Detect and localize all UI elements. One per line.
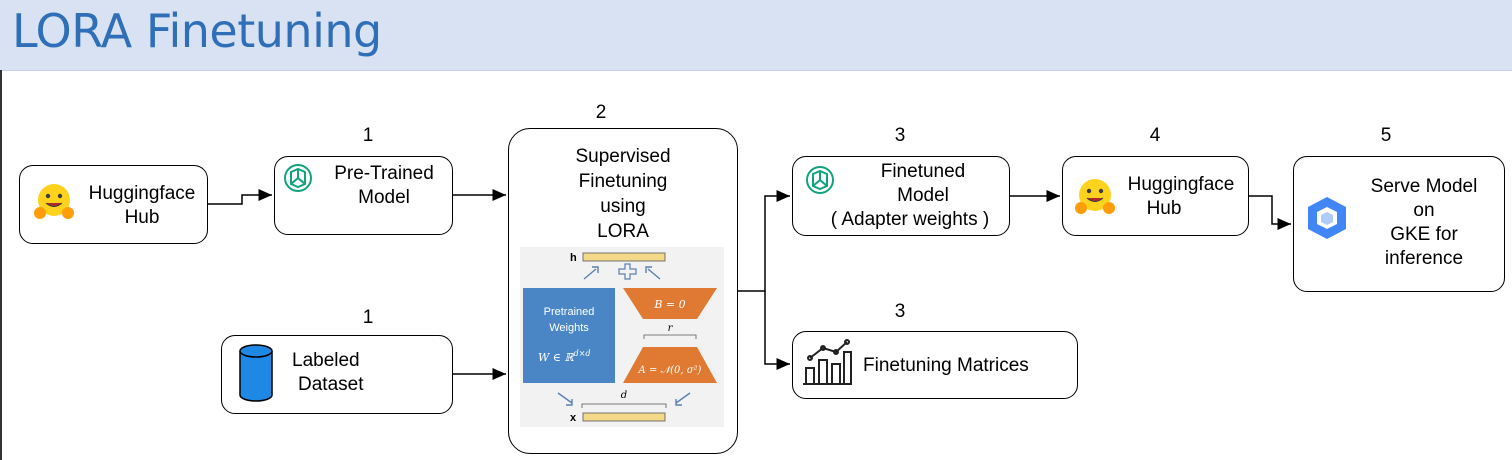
bar-chart-icon — [803, 339, 852, 385]
step-number-sft: 2 — [595, 102, 607, 123]
dataset-label-1: Labeled — [292, 350, 360, 371]
lora-arrow-up-right — [645, 266, 661, 280]
lora-r-label: r — [668, 323, 674, 334]
hugging-face-icon — [34, 184, 74, 219]
lora-pretrained-block — [523, 288, 615, 383]
pretrained-label-2: Model — [358, 187, 410, 208]
lora-x-label: x — [570, 412, 577, 424]
hub-dest-label-1: Huggingface — [1127, 174, 1235, 195]
step-number-pretrained: 1 — [362, 125, 374, 146]
hugging-face-icon — [1075, 179, 1115, 214]
lora-pretrained-label-1: Pretrained — [544, 306, 595, 318]
edge-sft-to-finetuned — [738, 190, 790, 292]
database-icon — [239, 344, 273, 402]
sft-line-2: Finetuning — [578, 171, 668, 192]
edge-hub-to-pretrained — [208, 189, 272, 205]
node-labeled-dataset: Labeled Dataset — [221, 335, 453, 414]
node-finetuning-matrices: Finetuning Matrices — [792, 331, 1078, 399]
gke-icon — [1308, 197, 1346, 239]
lora-a-matrix — [623, 347, 717, 383]
lora-d-brace — [581, 403, 667, 408]
edge-sft-to-metrics — [764, 291, 790, 370]
hub-dest-label-2: Hub — [1146, 198, 1182, 219]
lora-h-label: h — [570, 252, 577, 264]
openai-icon — [806, 166, 834, 194]
finetuned-label-1: Finetuned — [880, 161, 966, 182]
node-serve-model: Serve Model on GKE for inference — [1293, 156, 1505, 292]
lora-pretrained-label-2: Weights — [549, 322, 589, 334]
sft-line-3: using — [600, 196, 646, 217]
sft-line-1: Supervised — [575, 146, 671, 167]
openai-icon — [284, 164, 312, 192]
node-pretrained-model: Pre-Trained Model — [274, 156, 453, 235]
lora-arrow-low-right — [675, 392, 691, 406]
step-number-finetuned: 3 — [894, 125, 906, 146]
lora-plus-icon — [618, 263, 637, 280]
node-finetuned-model: Finetuned Model ( Adapter weights ) — [792, 156, 1010, 236]
edge-hub-to-serve — [1249, 195, 1291, 230]
node-huggingface-hub-dest: Huggingface Hub — [1062, 156, 1249, 236]
left-border — [0, 70, 2, 460]
lora-w-formula: W ∈ ℝd×d — [538, 349, 591, 364]
step-number-serve: 5 — [1380, 125, 1392, 146]
metrics-label: Finetuning Matrices — [863, 355, 1029, 376]
title-bar: LORA Finetuning — [0, 0, 1512, 71]
step-number-metrics: 3 — [894, 301, 906, 322]
serve-line-4: inference — [1384, 248, 1464, 269]
lora-h-bar — [582, 252, 666, 262]
lora-b-formula: B = 0 — [653, 298, 685, 311]
dataset-label-2: Dataset — [298, 374, 364, 395]
step-number-dataset: 1 — [362, 307, 374, 328]
lora-x-bar — [582, 412, 666, 422]
lora-d-label: d — [621, 390, 627, 401]
finetuned-label-3: ( Adapter weights ) — [830, 209, 990, 230]
hub-source-label-2: Hub — [124, 207, 160, 228]
serve-line-2: on — [1413, 200, 1435, 221]
serve-line-3: GKE for — [1390, 224, 1458, 245]
lora-r-brace — [643, 334, 697, 339]
hub-source-label-1: Huggingface — [88, 183, 196, 204]
node-supervised-finetuning: Supervised Finetuning using LORA h Pretr… — [508, 128, 738, 454]
lora-b-matrix — [623, 288, 717, 319]
pretrained-label-1: Pre-Trained — [334, 163, 434, 184]
finetuned-label-2: Model — [897, 185, 949, 206]
sft-line-4: LORA — [597, 221, 649, 242]
lora-arrow-low-left — [557, 392, 573, 406]
lora-arrow-up-left — [583, 266, 599, 280]
lora-architecture-figure: h Pretrained Weights W ∈ ℝd×d B = 0 r A … — [520, 247, 724, 427]
node-huggingface-hub-source: Huggingface Hub — [19, 165, 208, 244]
step-number-hub-dest: 4 — [1149, 125, 1161, 146]
page-title: LORA Finetuning — [12, 4, 382, 58]
lora-a-formula: A = 𝒩(0, σ²) — [638, 365, 702, 376]
serve-line-1: Serve Model — [1370, 176, 1478, 197]
